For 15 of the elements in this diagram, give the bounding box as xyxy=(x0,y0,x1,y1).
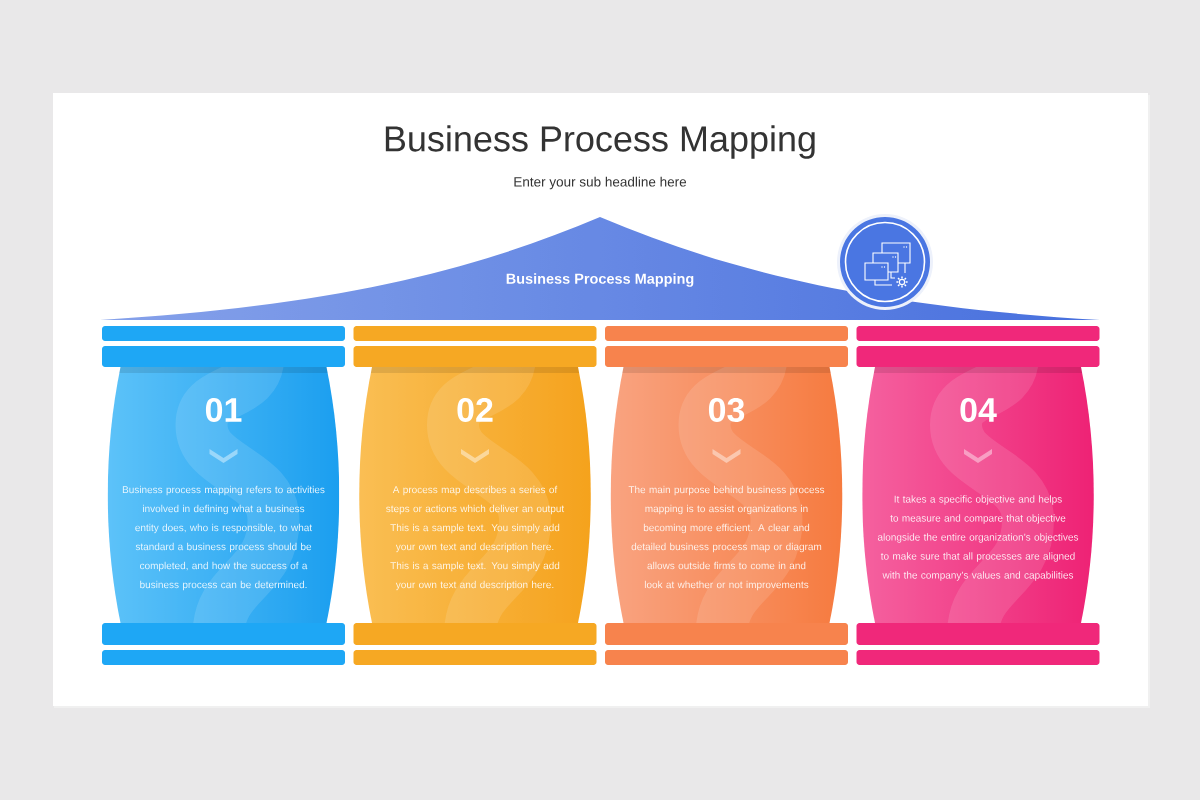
step-number: 02 xyxy=(457,397,493,423)
title: Business Process Mapping xyxy=(385,125,815,159)
body-text: Business process mapping refers to activities involved in defining what a business entity does, who is responsible, to what standard a business process should be completed, and how the success of a business process can be determined. xyxy=(122,485,325,591)
step-number: 04 xyxy=(960,397,997,423)
pillar xyxy=(605,326,848,665)
body-text: A process map describes a series of steps or actions which deliver an output This is a sample text. You simply add your own text and description here. This is a sample text. You simply add your own text and description here. xyxy=(386,485,565,591)
pillar xyxy=(856,326,1100,665)
body-text: It takes a specific objective and helps to measure and compare that objective alongside the entire organization’s objectives to make sure that all processes are aligned with the company’s values and capabilities xyxy=(877,495,1079,581)
body-text: The main purpose behind business process mapping is to assist organizations in becoming more efficient. A clear and detailed business process map or diagram allows outside firms to come in and look at whether or not improvements xyxy=(628,485,825,591)
subtitle: Enter your sub headline here xyxy=(514,176,687,190)
step-number: 03 xyxy=(708,397,745,423)
pillar xyxy=(102,326,345,665)
roof: Business Process Mapping xyxy=(506,273,694,287)
step-number: 01 xyxy=(205,397,242,423)
pillar xyxy=(353,326,597,665)
